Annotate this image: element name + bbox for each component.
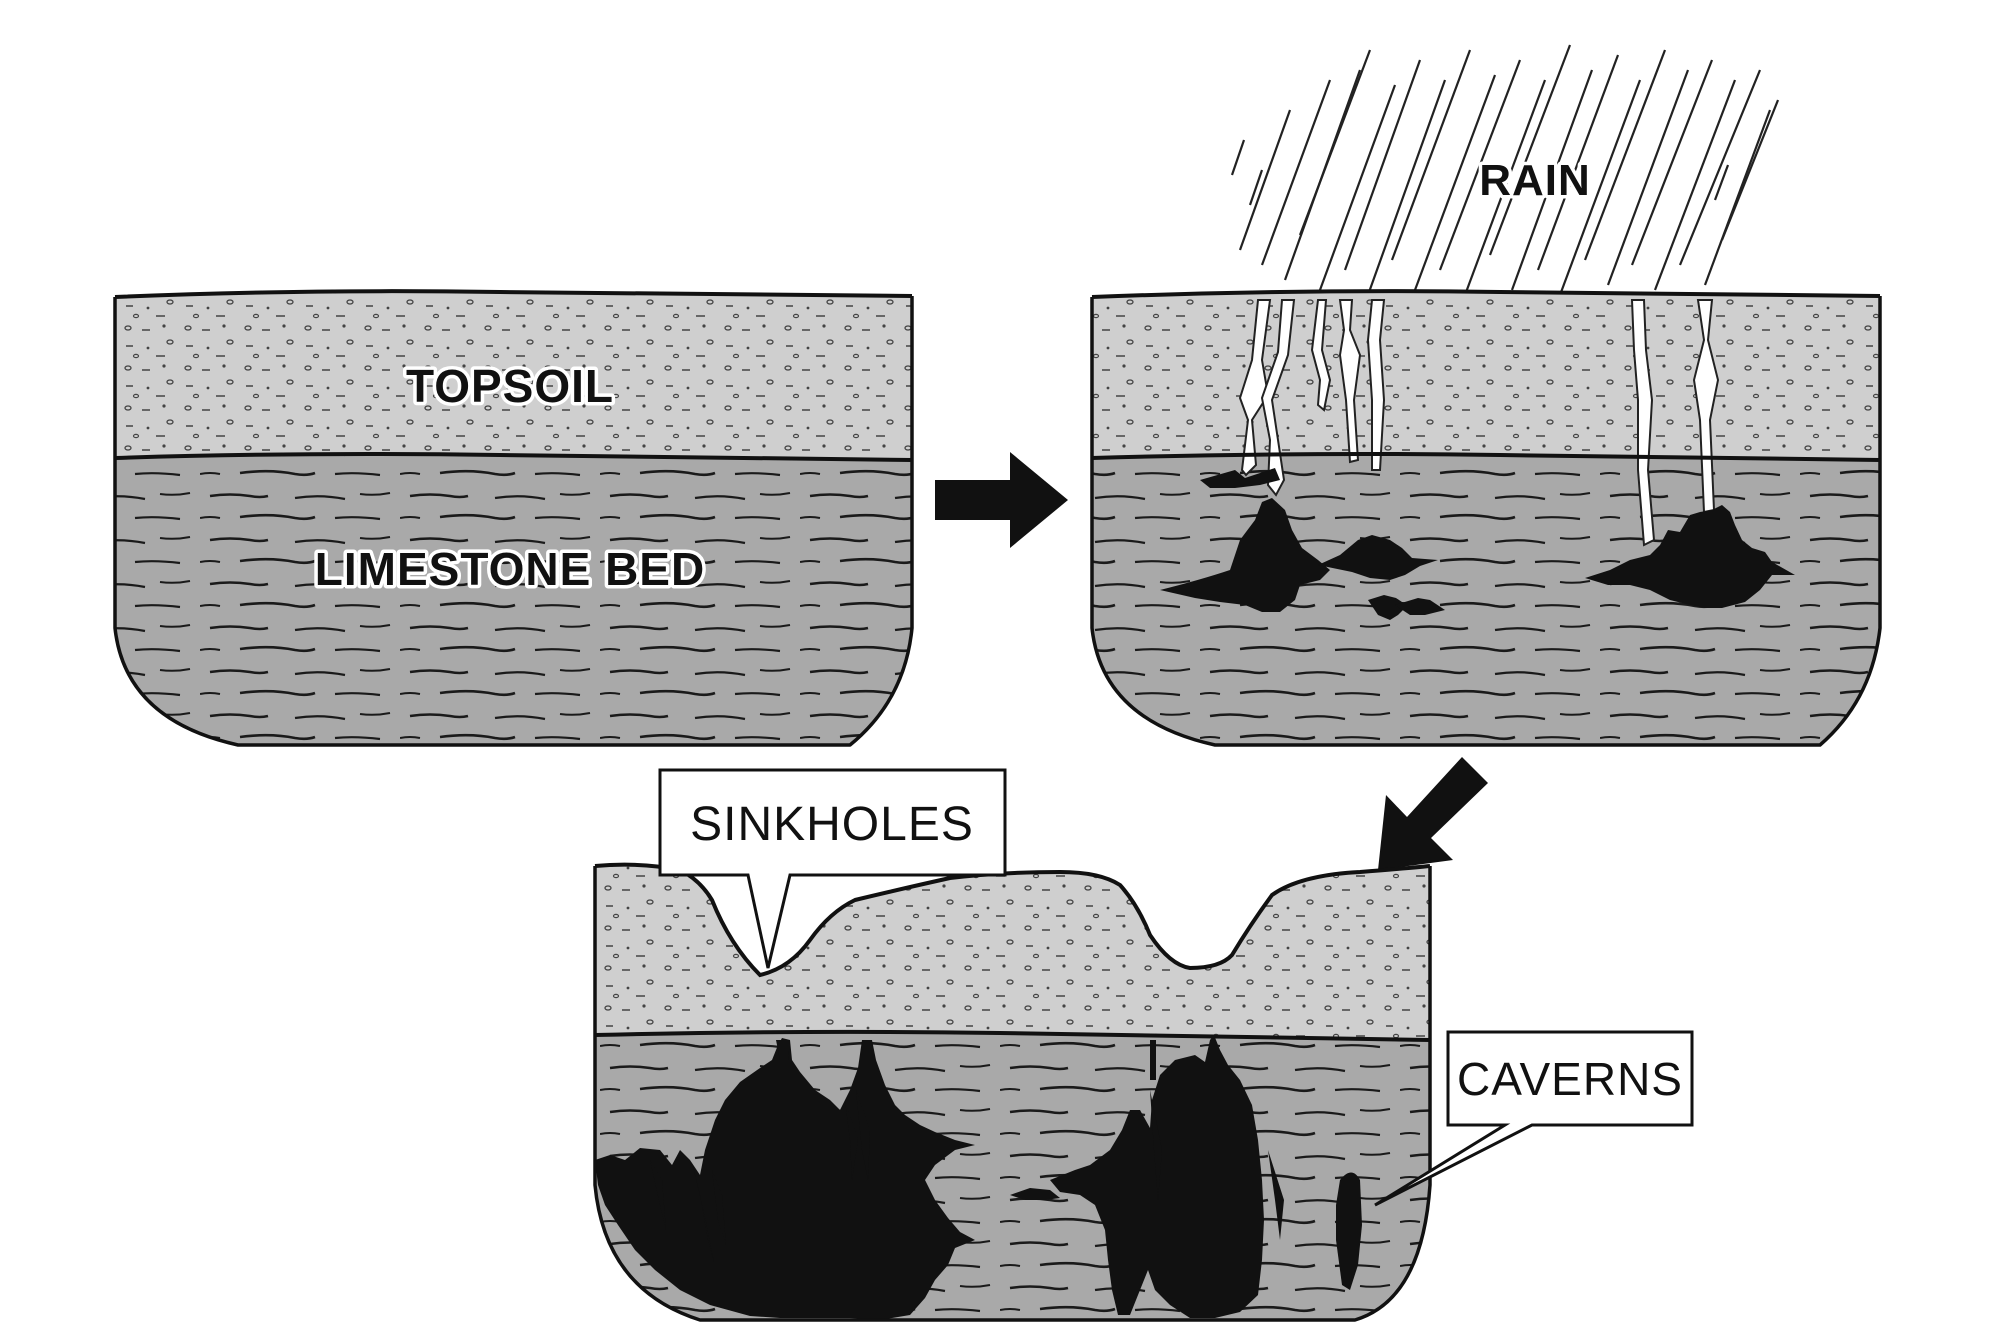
seepage-channels xyxy=(1238,299,1720,547)
caverns-label: CAVERNS xyxy=(1457,1053,1683,1105)
soil-rock-boundary-result xyxy=(594,1029,1431,1042)
panel-weathering-outline xyxy=(1090,296,1882,747)
panel-weathering: RAIN xyxy=(1090,44,1882,747)
caverns-callout: CAVERNS xyxy=(1374,1030,1694,1207)
sinkholes-callout: SINKHOLES xyxy=(658,768,1007,969)
early-cavities xyxy=(1160,468,1795,620)
topsoil-layer-result xyxy=(595,864,1430,1040)
topsoil-label: TOPSOIL xyxy=(406,360,614,412)
rain-label: RAIN xyxy=(1479,156,1591,205)
ground-surface-line xyxy=(114,289,913,299)
sinkholes-label: SINKHOLES xyxy=(690,798,974,851)
caverns xyxy=(595,1035,1362,1320)
panel-before: TOPSOIL LIMESTONE BED xyxy=(113,289,914,747)
limestone-layer xyxy=(115,454,912,745)
panel-result: SINKHOLES CAVERNS xyxy=(593,768,1694,1322)
soil-rock-boundary-weathering xyxy=(1091,452,1881,462)
topsoil-layer xyxy=(115,292,912,460)
arrow-down-left xyxy=(1378,757,1488,870)
arrow-right xyxy=(935,452,1068,548)
panel-before-outline xyxy=(113,296,914,747)
ground-surface-line-weathering xyxy=(1091,289,1881,299)
panel-result-outline xyxy=(593,866,1432,1322)
topsoil-layer-weathering xyxy=(1092,292,1880,460)
soil-rock-boundary xyxy=(114,452,913,462)
limestone-bed-label: LIMESTONE BED xyxy=(315,543,705,595)
rain-streaks xyxy=(1230,44,1780,296)
ground-surface-with-sinkholes xyxy=(594,862,1431,978)
